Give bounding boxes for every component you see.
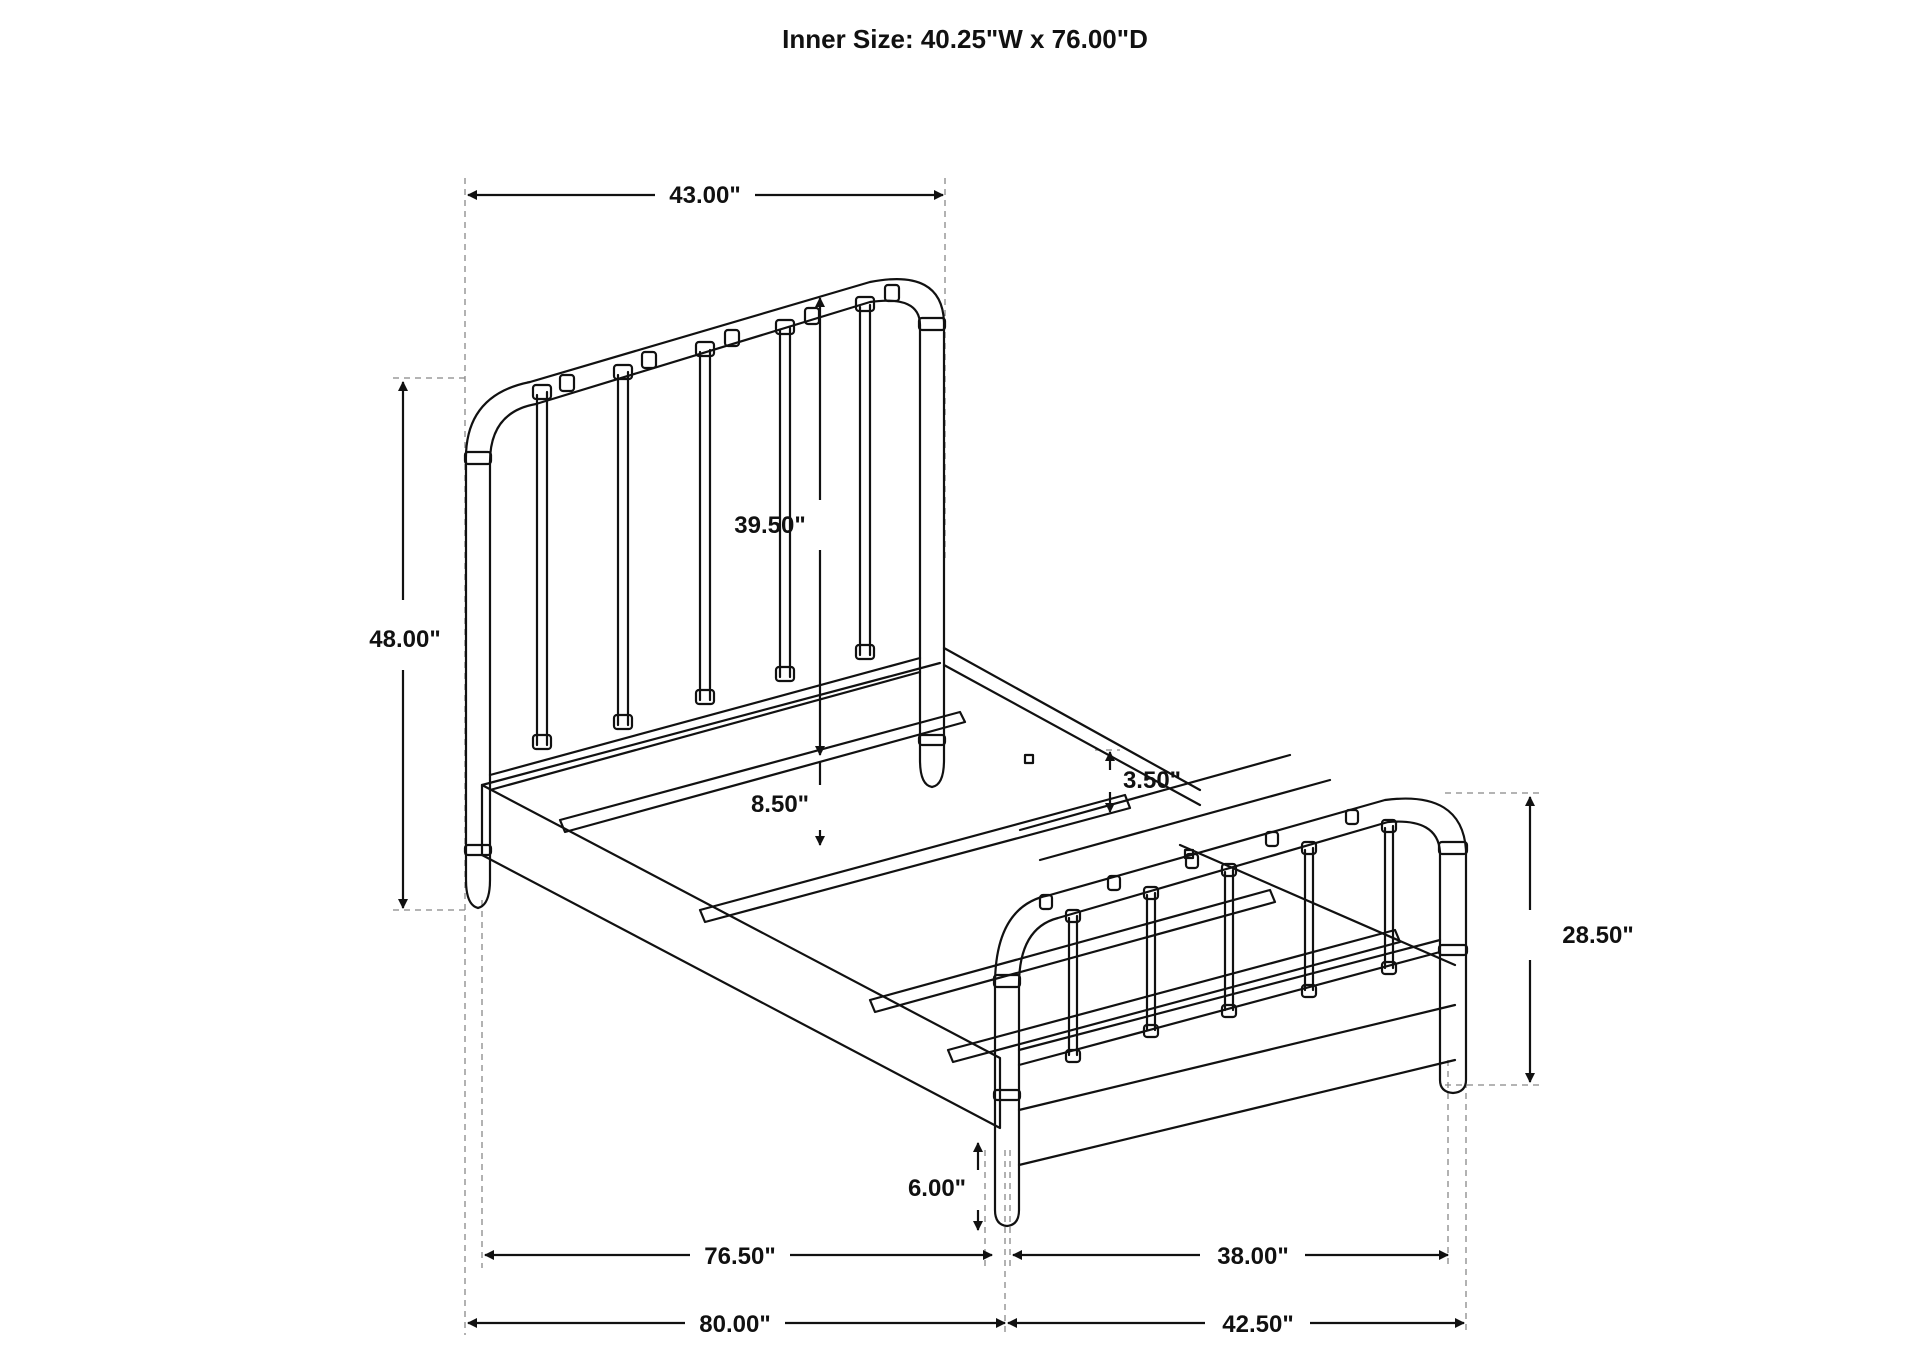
overall-width-label: 43.00" — [669, 182, 740, 209]
dimension-lines — [398, 190, 1535, 1328]
front-rail — [1017, 1003, 1457, 1167]
headboard-panel-height-label: 39.50" — [734, 512, 805, 539]
leg-clearance-label: 6.00" — [908, 1175, 966, 1202]
left-side-rail — [480, 783, 1002, 1130]
overall-width-front-label: 42.50" — [1222, 1311, 1293, 1338]
inner-width-label: 38.00" — [1217, 1243, 1288, 1270]
footboard — [992, 797, 1469, 1228]
headboard — [463, 278, 947, 910]
guide-lines — [393, 178, 1540, 1335]
right-side-rail — [942, 646, 1457, 967]
side-rail-height-label: 3.50" — [1123, 767, 1181, 794]
inner-size-title: Inner Size: 40.25"W x 76.00"D — [782, 24, 1148, 54]
inner-length-label: 76.50" — [704, 1243, 775, 1270]
footboard-height-label: 28.50" — [1562, 922, 1633, 949]
headboard-height-label: 48.00" — [369, 626, 440, 653]
bed-frame-drawing — [463, 278, 1469, 1228]
footboard-spindles — [1038, 808, 1398, 1064]
headboard-spindles — [531, 283, 901, 751]
overall-length-label: 80.00" — [699, 1311, 770, 1338]
clearance-label: 8.50" — [751, 791, 809, 818]
